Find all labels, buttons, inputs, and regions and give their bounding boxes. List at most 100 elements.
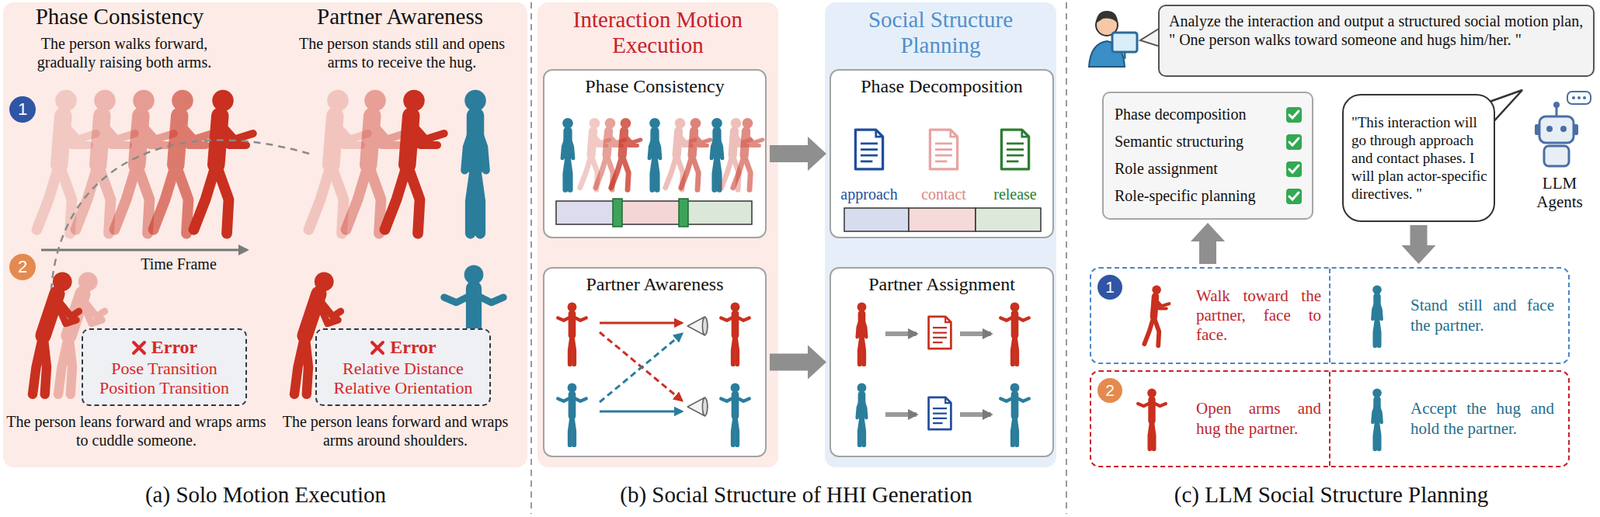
phase-timeline-bar [683, 201, 752, 225]
box-background [829, 69, 1054, 239]
robot-icon [1539, 116, 1574, 143]
node-text: Error [369, 336, 437, 359]
panel-caption: (b) Social Structure of HHI Generation [547, 481, 1045, 509]
robot-icon [1544, 146, 1569, 167]
plan-role-icons [1372, 389, 1382, 450]
phase-timeline-bar [975, 208, 1041, 232]
phase-timeline-bar [908, 208, 976, 232]
error-box: ErrorRelative DistanceRelative Orientati… [315, 328, 491, 407]
robot-icon [1553, 101, 1560, 108]
panel-caption: (c) LLM Social Structure Planning [1082, 481, 1580, 509]
partner-awareness-figures [720, 383, 750, 446]
partner-assignment-figures [960, 412, 992, 418]
node-text: Position Transition [99, 378, 230, 398]
panel-separator [530, 2, 533, 515]
panel-heading: Phase Consistency [10, 3, 229, 31]
robot-icon [1573, 124, 1579, 136]
robot-icon [1555, 107, 1559, 117]
partner-awareness-figures [599, 333, 682, 403]
node-text: Partner Assignment [831, 268, 1053, 296]
partner-awareness-figures [599, 332, 682, 401]
phase-document-icons [855, 129, 1029, 170]
robot-icon [1560, 125, 1567, 133]
phase-consistency-figures [681, 118, 711, 191]
node-text: 2 [1097, 378, 1123, 404]
node-text: Partner Awareness [544, 268, 766, 296]
panel-separator [1065, 2, 1068, 515]
partner-assignment-figures [857, 302, 867, 366]
partner-assignment-figures [885, 331, 917, 337]
node-text: Relative Orientation [333, 378, 474, 398]
phase-consistency-figures [649, 118, 661, 191]
concept-box: Phase Consistency [542, 69, 767, 239]
partner-directive: Stand still and face the partner. [1328, 268, 1569, 363]
panel-background [3, 2, 528, 468]
robot-icon [1577, 96, 1581, 100]
hug-approach-figures [309, 90, 369, 234]
node-text: Relative Distance [342, 358, 464, 379]
node-text: Accept the hug and hold the partner. [1410, 399, 1555, 439]
node-text: Interaction Motion Execution [537, 2, 779, 60]
robot-icon [1567, 91, 1591, 105]
user-icon [1123, 52, 1127, 60]
partner-assignment-figures [928, 397, 952, 430]
phase-timeline-bar [844, 208, 1041, 232]
partner-awareness-figures [720, 302, 750, 366]
motion-description: The person leans forward and wraps arms … [271, 412, 519, 450]
box-background [542, 69, 1054, 458]
partner-awareness-figures [557, 302, 587, 366]
partner-awareness-figures [557, 383, 587, 446]
partner-awareness-figures [687, 397, 708, 417]
node-text: Stand still and face the partner. [1410, 295, 1555, 335]
partner-awareness-figures [599, 322, 682, 325]
phase-consistency-figures [562, 118, 723, 191]
user-prompt-bubble: Analyze the interaction and output a str… [1158, 4, 1595, 77]
motion-description: The person leans forward and wraps arms … [6, 412, 267, 450]
phase-timeline-bar [556, 201, 618, 225]
phase-document-icons [1001, 129, 1029, 170]
actor-directive: Open arms and hug the partner. [1091, 372, 1329, 467]
time-axis-arrow [41, 249, 247, 252]
phase-consistency-figures [611, 118, 641, 191]
partner-awareness-figures [599, 410, 682, 414]
plan-role-icons [1372, 285, 1382, 347]
partner-figure [464, 90, 487, 234]
checklist-box: Phase decompositionSemantic structuringR… [1102, 91, 1314, 220]
plan-step-box: 2Open arms and hug the partner. Accept th… [1089, 370, 1570, 468]
agent-label: LLM Agents [1528, 173, 1591, 212]
flow-arrow [1190, 222, 1225, 265]
node-text: Phase Decomposition [831, 70, 1053, 98]
robot-icon [1572, 96, 1576, 100]
box-background [542, 69, 767, 239]
robot-icon [1534, 91, 1591, 167]
partner-assignment-figures [857, 383, 867, 446]
phase-consistency-figures [562, 118, 574, 191]
node-text: Analyze the interaction and output a str… [1168, 11, 1584, 49]
phase-consistency-figures [580, 118, 763, 191]
plan-role-icons [1144, 285, 1169, 347]
stage-region: Interaction Motion ExecutionPhase Consis… [537, 2, 779, 468]
llm-speech-bubble: "This interaction will go through approa… [1342, 93, 1496, 223]
flow-arrow [1401, 225, 1437, 265]
node-text: approach [830, 184, 908, 204]
flow-arrow [769, 345, 827, 380]
node-text: contact [904, 184, 983, 204]
callout-number: 1 [9, 96, 36, 123]
actor-directive: Walk toward the partner, face to face. [1091, 268, 1329, 363]
leaning-figure [32, 271, 80, 395]
user-icon [1112, 32, 1138, 53]
panel-heading: Partner Awareness [291, 3, 509, 31]
user-icon [1095, 10, 1118, 24]
node-text: Pose Transition [111, 358, 217, 379]
partner-awareness-figures [557, 302, 750, 446]
robot-icon [1534, 124, 1540, 136]
user-icon [1088, 10, 1138, 67]
error-box: ErrorPose TransitionPosition Transition [81, 328, 247, 407]
walking-figure-sequence [194, 90, 254, 234]
partner-awareness-figures [687, 316, 708, 336]
concept-box: Phase Decompositionapproachcontactreleas… [829, 69, 1054, 239]
node-text: Phase decomposition [1114, 100, 1303, 129]
partner-assignment-figures [928, 316, 952, 349]
